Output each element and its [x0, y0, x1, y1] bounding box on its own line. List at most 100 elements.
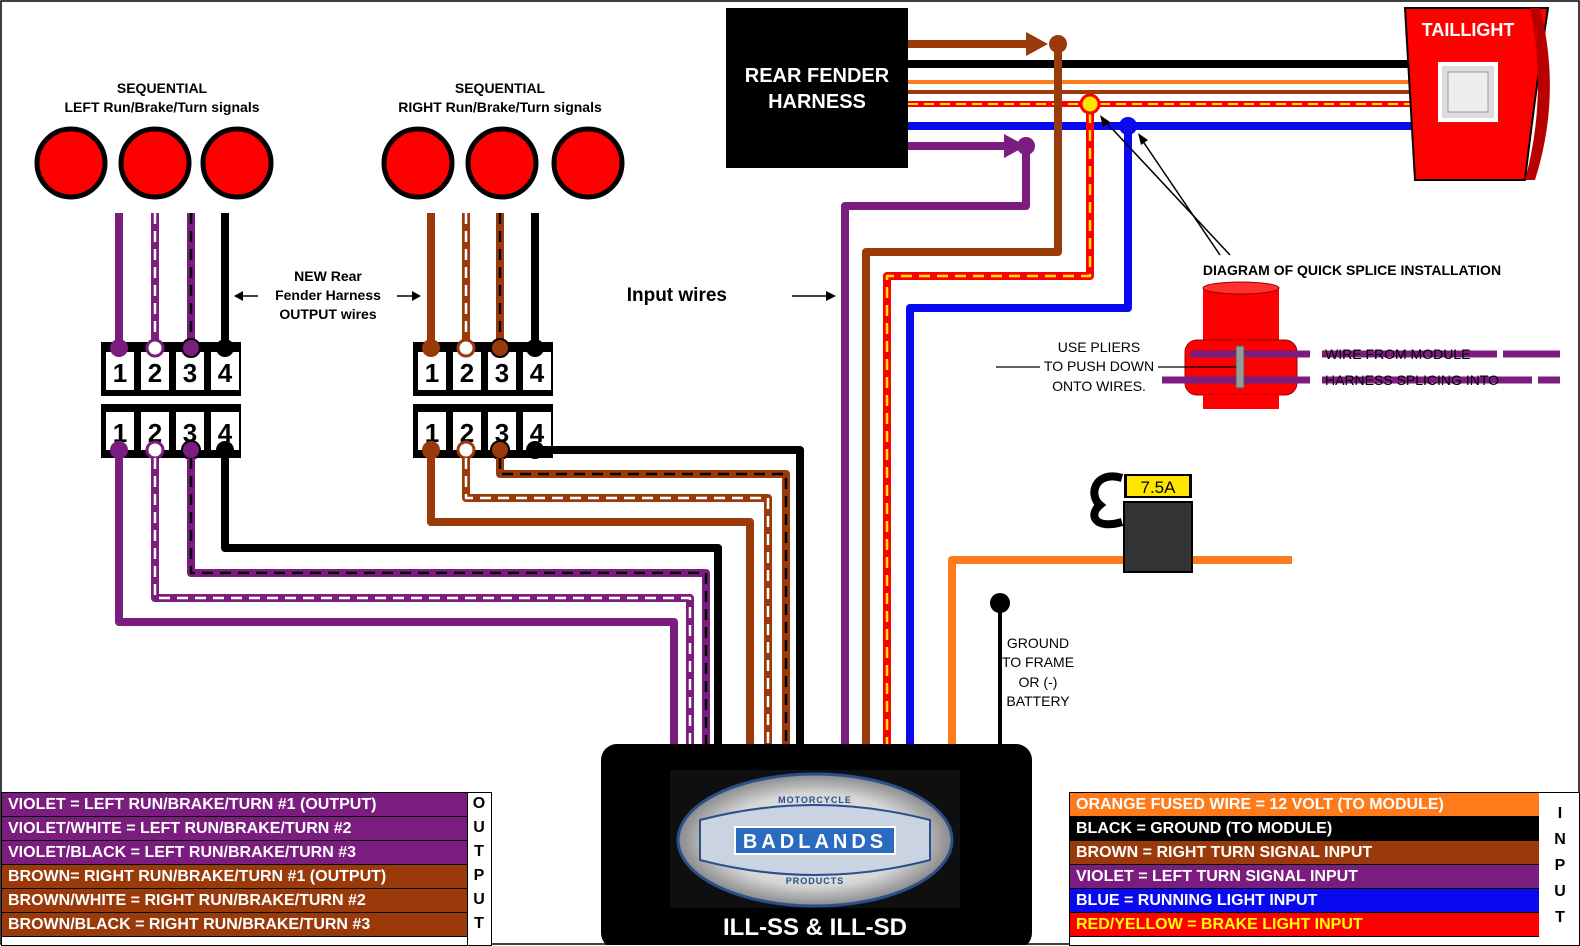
pin-1: 1 — [113, 418, 127, 448]
new-harness-label-1: NEW Rear — [294, 268, 362, 284]
right-signal-lamps — [381, 126, 625, 200]
input-wires — [841, 44, 1132, 748]
pin-2: 2 — [460, 358, 474, 388]
pin-2: 2 — [148, 418, 162, 448]
output-legend-row: VIOLET = LEFT RUN/BRAKE/TURN #1 (OUTPUT) — [2, 793, 467, 817]
right-lamp-1 — [381, 126, 455, 200]
output-legend: VIOLET = LEFT RUN/BRAKE/TURN #1 (OUTPUT)… — [1, 792, 492, 946]
left-lamp-1 — [34, 126, 108, 200]
logo-top-text: MOTORCYCLE — [778, 795, 852, 805]
pin-1: 1 — [425, 358, 439, 388]
output-side-letter: P — [473, 867, 485, 884]
pin-4: 4 — [530, 418, 545, 448]
input-side-letter: P — [1554, 857, 1566, 874]
output-side-letter: U — [473, 891, 485, 908]
input-legend-row: BLACK = GROUND (TO MODULE) — [1070, 817, 1539, 841]
pin-4: 4 — [530, 358, 545, 388]
right-output-wires-routed — [427, 446, 804, 748]
output-side-letter: T — [474, 915, 484, 932]
seq-left-title: SEQUENTIAL — [117, 80, 208, 96]
output-legend-row: BROWN= RIGHT RUN/BRAKE/TURN #1 (OUTPUT) — [2, 865, 467, 889]
violet-arrowhead — [1004, 134, 1026, 158]
ground-label-4: BATTERY — [1006, 693, 1070, 709]
harness-label-1: REAR FENDER — [745, 65, 890, 87]
ground-label-3: OR (-) — [1019, 674, 1058, 690]
pin-3: 3 — [183, 358, 197, 388]
right-connector-upper: 1 2 3 4 — [413, 342, 553, 396]
fuse-holder — [1090, 472, 1193, 573]
blue-splice — [1119, 117, 1137, 135]
left-output-wires-upper — [115, 213, 229, 348]
violet-splice — [1017, 137, 1035, 155]
seq-left-subtitle: LEFT Run/Brake/Turn signals — [65, 99, 260, 115]
input-legend-row: RED/YELLOW = BRAKE LIGHT INPUT — [1070, 913, 1539, 937]
input-legend-row: BROWN = RIGHT TURN SIGNAL INPUT — [1070, 841, 1539, 865]
harness-label-2: HARNESS — [768, 91, 866, 113]
output-side-letter: U — [473, 819, 485, 836]
pliers-label-3: ONTO WIRES. — [1052, 378, 1146, 394]
wire-from-module-label: WIRE FROM MODULE — [1325, 346, 1470, 362]
input-legend: ORANGE FUSED WIRE = 12 VOLT (TO MODULE)B… — [1069, 792, 1580, 946]
left-output-wires-routed — [115, 458, 722, 748]
seq-right-subtitle: RIGHT Run/Brake/Turn signals — [398, 99, 602, 115]
input-legend-row: BLUE = RUNNING LIGHT INPUT — [1070, 889, 1539, 913]
taillight-label: TAILLIGHT — [1422, 20, 1515, 40]
input-side-letter: I — [1557, 805, 1563, 822]
harness-splicing-label: HARNESS SPLICING INTO — [1325, 372, 1499, 388]
brown-arrowhead — [1026, 32, 1048, 56]
output-side-letter: T — [474, 843, 484, 860]
pin-1: 1 — [425, 418, 439, 448]
splice-pointer-lines — [1100, 115, 1231, 256]
seq-right-title: SEQUENTIAL — [455, 80, 546, 96]
quick-splice-connector — [1162, 281, 1560, 409]
left-lamp-2 — [118, 126, 192, 200]
pin-2: 2 — [148, 358, 162, 388]
input-wires-arrow — [792, 291, 836, 301]
ground-label-2: TO FRAME — [1002, 654, 1074, 670]
logo-bottom-text: PRODUCTS — [786, 876, 845, 886]
rear-fender-harness-box — [726, 8, 908, 168]
harness-wires — [908, 60, 1420, 130]
new-harness-arrows — [234, 291, 421, 301]
taillight — [1403, 7, 1550, 181]
pin-4: 4 — [218, 358, 233, 388]
pin-3: 3 — [495, 358, 509, 388]
ground-label-1: GROUND — [1007, 635, 1069, 651]
output-legend-rows: VIOLET = LEFT RUN/BRAKE/TURN #1 (OUTPUT)… — [2, 793, 467, 937]
output-side-letter: O — [472, 795, 486, 812]
output-legend-row: BROWN/BLACK = RIGHT RUN/BRAKE/TURN #3 — [2, 913, 467, 937]
logo-text: BADLANDS — [743, 831, 887, 853]
input-side-letter: N — [1554, 831, 1566, 848]
input-legend-row: ORANGE FUSED WIRE = 12 VOLT (TO MODULE) — [1070, 793, 1539, 817]
right-lamp-3 — [551, 126, 625, 200]
output-legend-row: VIOLET/BLACK = LEFT RUN/BRAKE/TURN #3 — [2, 841, 467, 865]
input-legend-rows: ORANGE FUSED WIRE = 12 VOLT (TO MODULE)B… — [1070, 793, 1539, 937]
input-wires-label: Input wires — [627, 285, 727, 306]
pin-4: 4 — [218, 418, 233, 448]
output-legend-row: BROWN/WHITE = RIGHT RUN/BRAKE/TURN #2 — [2, 889, 467, 913]
connector-pin-dots — [110, 338, 544, 460]
brake-splice — [1079, 93, 1101, 115]
ground-wire — [990, 593, 1010, 748]
input-legend-row: VIOLET = LEFT TURN SIGNAL INPUT — [1070, 865, 1539, 889]
left-lamp-3 — [200, 126, 274, 200]
pin-1: 1 — [113, 358, 127, 388]
module-name: ILL-SS & ILL-SD — [723, 914, 907, 941]
brown-splice — [1049, 35, 1067, 53]
input-side-letter: U — [1554, 883, 1566, 900]
badlands-logo — [676, 772, 954, 908]
right-output-wires-upper — [427, 213, 539, 348]
pliers-label-1: USE PLIERS — [1058, 339, 1140, 355]
left-signal-lamps — [34, 126, 274, 200]
output-legend-row: VIOLET/WHITE = LEFT RUN/BRAKE/TURN #2 — [2, 817, 467, 841]
pliers-label-2: TO PUSH DOWN — [1044, 358, 1154, 374]
input-side-letter: T — [1555, 909, 1565, 926]
fuse-rating: 7.5A — [1141, 478, 1177, 497]
new-harness-label-3: OUTPUT wires — [279, 306, 376, 322]
pin-2: 2 — [460, 418, 474, 448]
splice-title: DIAGRAM OF QUICK SPLICE INSTALLATION — [1203, 262, 1501, 278]
new-harness-label-2: Fender Harness — [275, 287, 381, 303]
